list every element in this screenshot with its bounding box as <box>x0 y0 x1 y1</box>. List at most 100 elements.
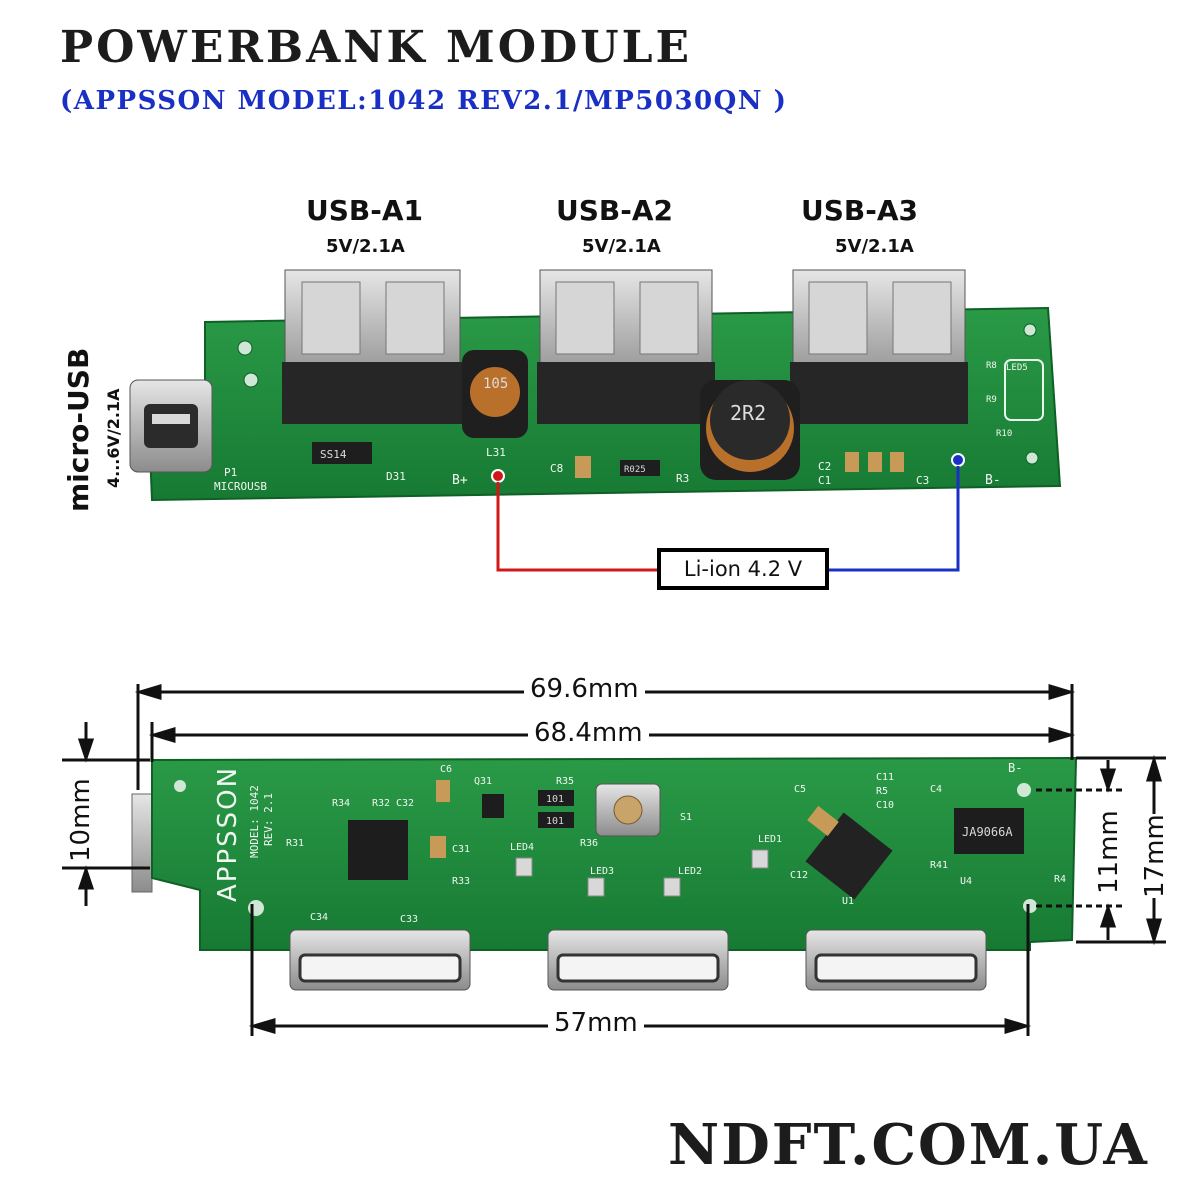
silk-101-b: 101 <box>546 816 564 827</box>
arrowhead <box>248 1017 276 1035</box>
port-label-usb-a2: USB-A2 <box>556 194 674 227</box>
arrowhead <box>1048 726 1076 744</box>
transistor-q31 <box>482 794 504 818</box>
micro-usb-connector <box>129 379 213 473</box>
dim-overall-length: 69.6mm <box>524 674 645 704</box>
silk-c5: C5 <box>794 784 806 795</box>
silk-r025: R025 <box>624 465 646 475</box>
silk-r4: R4 <box>1054 874 1066 885</box>
mounting-hole <box>248 900 264 916</box>
silk-r36: R36 <box>580 838 598 849</box>
mounting-hole <box>1017 783 1031 797</box>
silk-q31: Q31 <box>474 776 492 787</box>
dim-usb-height: 10mm <box>66 778 96 862</box>
led4 <box>515 857 533 877</box>
led1 <box>751 849 769 869</box>
silk-c3: C3 <box>916 474 929 487</box>
usb-a3-port <box>790 269 968 424</box>
capacitor-c31 <box>430 836 446 858</box>
battery-label: Li-ion 4.2 V <box>683 557 803 581</box>
inductor-2r2 <box>700 380 800 480</box>
port-label-usb-a3: USB-A3 <box>801 194 919 227</box>
capacitor-c3 <box>890 452 904 472</box>
silk-b-plus: B+ <box>452 473 468 488</box>
battery-label-box: Li-ion 4.2 V <box>657 548 829 590</box>
resistor-r35 <box>538 790 574 806</box>
arrowhead <box>1145 754 1163 782</box>
switch-s1 <box>595 783 661 837</box>
silk-r3: R3 <box>676 472 689 485</box>
silk-ss14: SS14 <box>320 448 347 461</box>
led3 <box>587 877 605 897</box>
silk-s1: S1 <box>680 812 692 823</box>
arrowhead <box>77 865 95 890</box>
b-minus-pad <box>951 453 965 467</box>
silk-p1: P1 <box>224 466 237 479</box>
capacitor-c6 <box>436 780 450 802</box>
silk-105: 105 <box>483 376 508 392</box>
arrowhead <box>1099 768 1117 793</box>
dim-mid-height: 11mm <box>1094 810 1124 894</box>
mounting-hole <box>1023 323 1037 337</box>
silk-u4: U4 <box>960 876 972 887</box>
micro-usb-side <box>131 793 153 893</box>
arrowhead <box>1004 1017 1032 1035</box>
silk-d31: D31 <box>386 470 406 483</box>
silk-c33: C33 <box>400 914 418 925</box>
bottom-board: APPSSON MODEL: 1042 REV: 2.1 JA9066A R35… <box>131 756 1078 991</box>
inductor-l31 <box>462 350 528 438</box>
port-rating-usb-a1: 5V/2.1A <box>326 236 405 257</box>
silk-led2: LED2 <box>678 866 702 877</box>
capacitor-c8 <box>575 456 591 478</box>
silk-led4: LED4 <box>510 842 534 853</box>
silk-microusb: MICROUSB <box>214 480 267 493</box>
battery-minus-wire <box>829 466 960 572</box>
dim-pcb-length: 68.4mm <box>528 718 649 748</box>
silk-r34: R34 <box>332 798 350 809</box>
silk-l31: L31 <box>486 446 506 459</box>
silk-ja9066a: JA9066A <box>962 825 1013 839</box>
resistor-r36 <box>538 812 574 828</box>
arrowhead <box>77 738 95 763</box>
arrowhead <box>1048 683 1076 701</box>
b-plus-pad <box>491 469 505 483</box>
silk-2r2: 2R2 <box>730 401 766 425</box>
top-board: P1 MICROUSB D31 SS14 L31 105 2R2 C8 R025… <box>129 269 1062 502</box>
bottom-silkscreen: APPSSON MODEL: 1042 REV: 2.1 JA9066A R35… <box>213 761 1066 925</box>
silk-c11: C11 <box>876 772 894 783</box>
resistor-r025 <box>620 460 660 476</box>
silk-r10: R10 <box>996 429 1012 439</box>
silk-c2: C2 <box>818 460 831 473</box>
silk-101-a: 101 <box>546 794 564 805</box>
arrowhead <box>148 726 176 744</box>
usb-a2-bottom <box>547 929 729 991</box>
silk-r32: R32 <box>372 798 390 809</box>
diode-ss14 <box>312 442 372 464</box>
silk-c12: C12 <box>790 870 808 881</box>
silk-r31: R31 <box>286 838 304 849</box>
port-rating-usb-a2: 5V/2.1A <box>582 236 661 257</box>
page-title: POWERBANK MODULE <box>60 22 693 73</box>
battery-plus-wire <box>496 482 657 572</box>
mounting-hole <box>1023 899 1037 913</box>
silk-c34: C34 <box>310 912 328 923</box>
arrowhead <box>1099 903 1117 928</box>
silk-bottom-b-minus: B- <box>1008 761 1022 775</box>
silk-led3: LED3 <box>590 866 614 877</box>
silk-c1: C1 <box>818 474 831 487</box>
silk-led5: LED5 <box>1006 363 1028 373</box>
mounting-hole <box>1025 451 1039 465</box>
site-watermark: NDFT.COM.UA <box>668 1112 1149 1178</box>
mounting-hole <box>174 780 186 792</box>
top-silkscreen: P1 MICROUSB D31 SS14 L31 105 2R2 C8 R025… <box>214 361 1028 493</box>
silk-r9: R9 <box>986 395 997 405</box>
usb-a1-port <box>282 269 462 424</box>
silk-model: MODEL: 1042 <box>248 785 261 858</box>
silk-r5: R5 <box>876 786 888 797</box>
arrowhead <box>1145 918 1163 946</box>
silk-r35: R35 <box>556 776 574 787</box>
silk-r8: R8 <box>986 361 997 371</box>
led5-outline <box>1004 359 1044 421</box>
silk-c6: C6 <box>440 764 452 775</box>
